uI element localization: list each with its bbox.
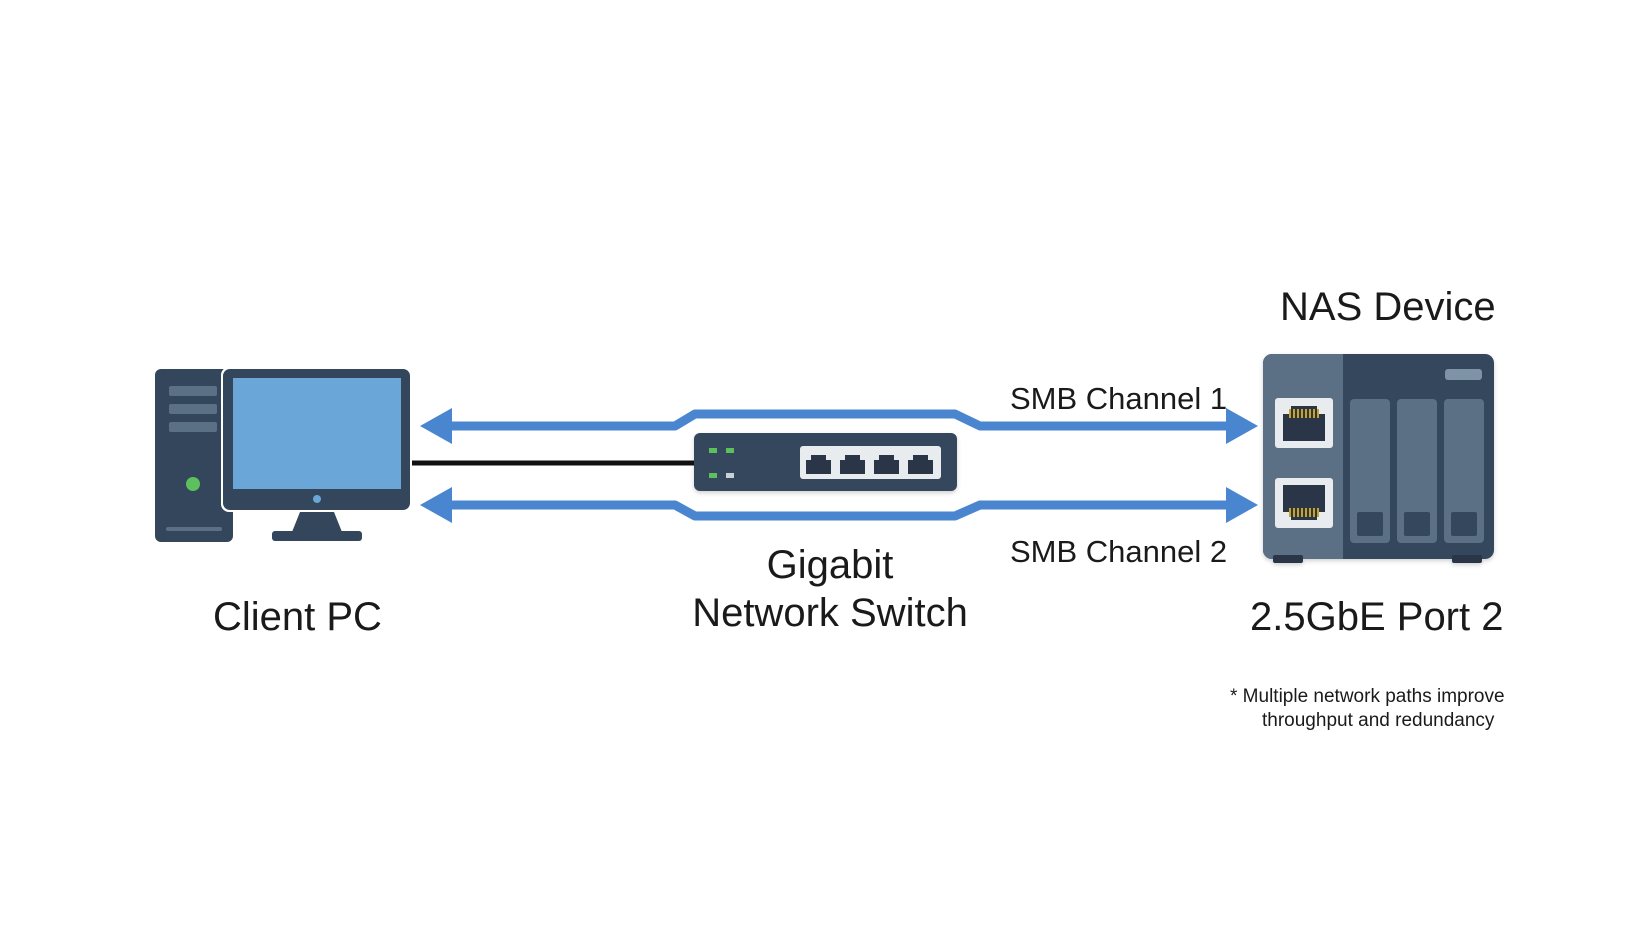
nas-storage-icon: [1263, 354, 1494, 563]
footnote: * Multiple network paths improve through…: [1230, 685, 1505, 733]
desktop-computer-icon: [155, 367, 412, 542]
smb-channel-1-arrow: [420, 408, 1258, 444]
smb-channel-1-line: [445, 409, 1230, 431]
footnote-line-2: throughput and redundancy: [1262, 710, 1495, 731]
switch-port-panel: [800, 446, 941, 479]
ethernet-port-1-icon: [1275, 398, 1333, 448]
switch-label-line1: Gigabit: [766, 543, 894, 587]
drive-bay: [1397, 399, 1437, 543]
arrowhead-right-icon: [1226, 408, 1258, 444]
smb-channel-2-label: SMB Channel 2: [1010, 534, 1228, 569]
footnote-line-1: * Multiple network paths improve: [1230, 686, 1505, 707]
nas-port-label: 2.5GbE Port 2: [1250, 595, 1504, 639]
arrowhead-left-icon: [420, 487, 452, 523]
client-pc-label: Client PC: [213, 595, 382, 639]
nas-title-label: NAS Device: [1280, 285, 1496, 329]
arrowhead-left-icon: [420, 408, 452, 444]
arrowhead-right-icon: [1226, 487, 1258, 523]
switch-label-line2: Network Switch: [692, 591, 968, 635]
smb-channel-2-line: [445, 500, 1230, 521]
power-led-icon: [186, 477, 200, 491]
smb-channel-2-arrow: [420, 487, 1258, 523]
ethernet-port-2-icon: [1275, 478, 1333, 528]
drive-bay: [1350, 399, 1390, 543]
drive-bay: [1444, 399, 1484, 543]
network-switch-icon: [694, 433, 957, 491]
smb-channel-1-label: SMB Channel 1: [1010, 381, 1228, 416]
nas-status-bar: [1445, 369, 1482, 380]
pc-screen: [233, 378, 401, 489]
